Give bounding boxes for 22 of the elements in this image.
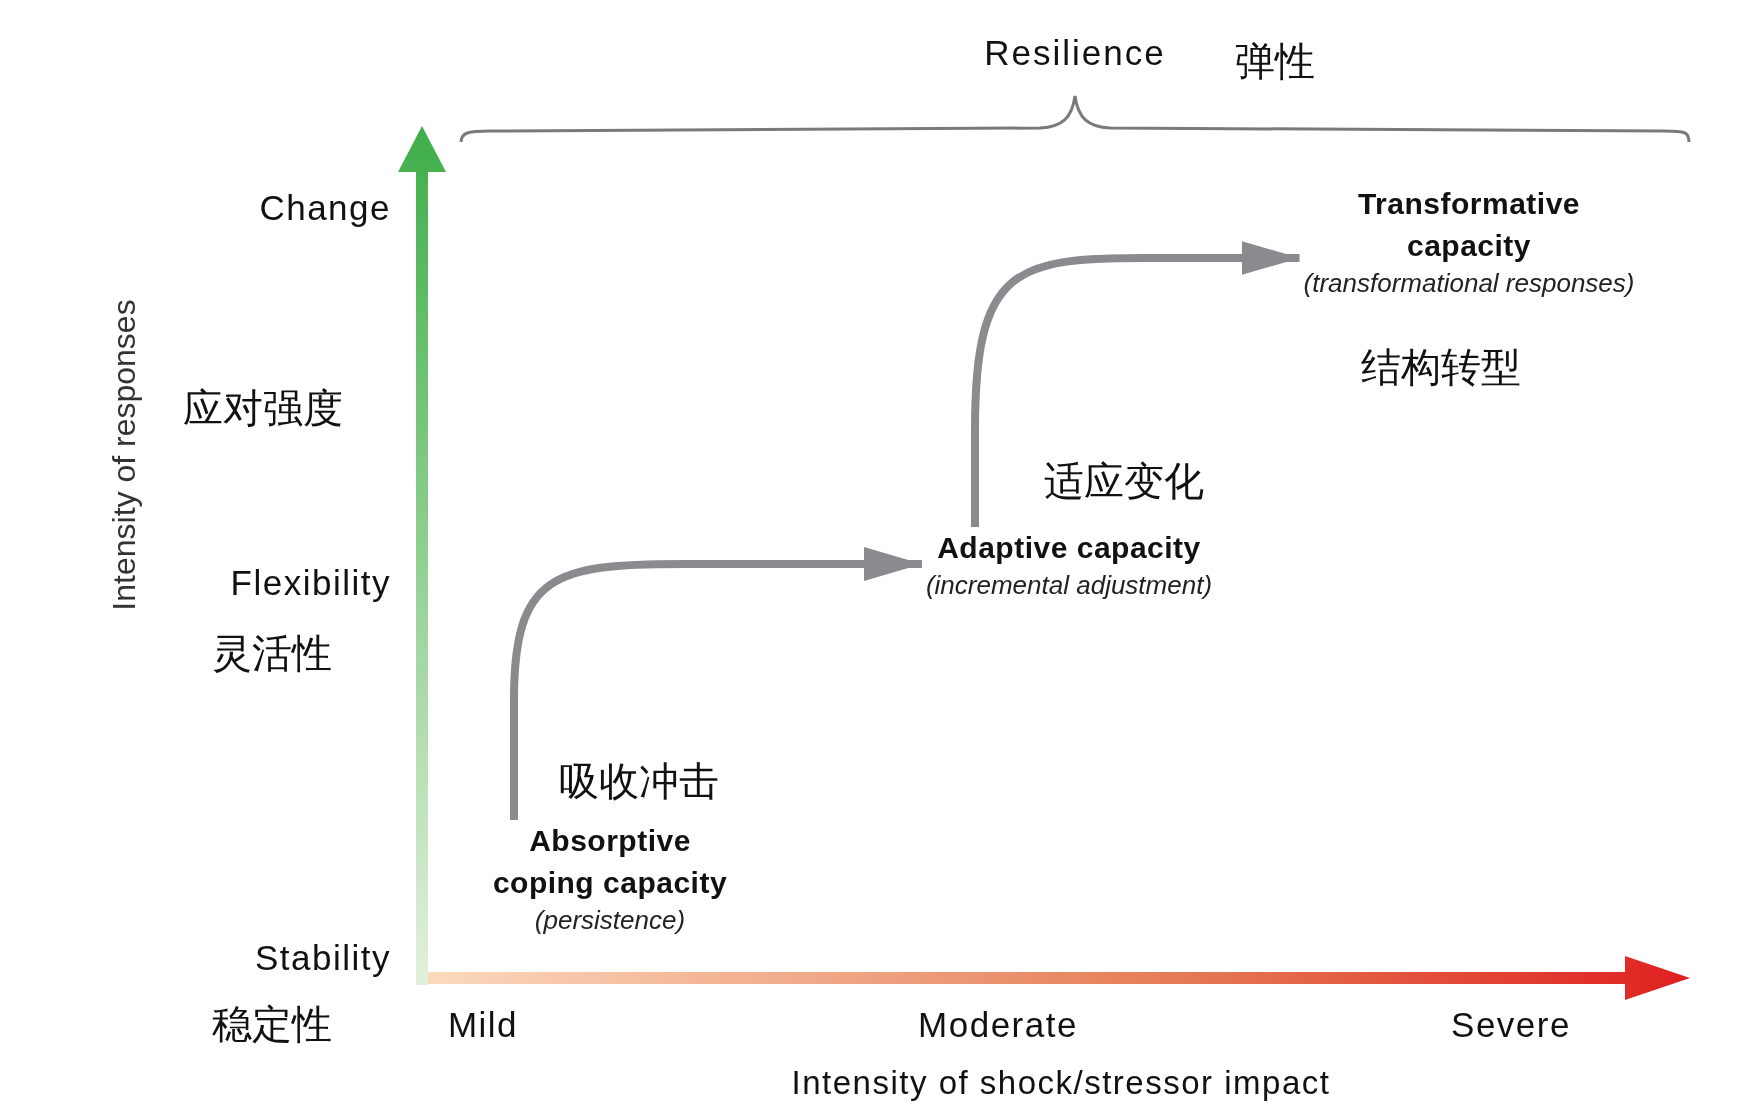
brace-label: Resilience xyxy=(984,32,1166,74)
chinese-annotation: 结构转型 xyxy=(1361,344,1521,390)
capacity-title: Absorptive coping capacity xyxy=(491,823,729,901)
capacity-description: (incremental adjustment) xyxy=(925,569,1213,602)
tick-label: Mild xyxy=(447,1004,519,1046)
chinese-annotation: 灵活性 xyxy=(212,630,332,676)
chinese-annotation: 吸收冲击 xyxy=(559,758,719,804)
capacity-title: Adaptive capacity xyxy=(936,530,1202,566)
chinese-annotation: 适应变化 xyxy=(1044,458,1204,504)
chinese-annotation: 弹性 xyxy=(1235,38,1315,84)
chinese-annotation: 应对强度 xyxy=(183,385,343,431)
axis-level-label: Change xyxy=(259,187,391,229)
capacity-description: (transformational responses) xyxy=(1303,267,1635,300)
axis-title: Intensity of shock/stressor impact xyxy=(791,1064,1331,1102)
axis-title: Intensity of responses xyxy=(105,299,143,611)
tick-label: Moderate xyxy=(918,1004,1078,1046)
axis-level-label: Flexibility xyxy=(230,562,391,604)
tick-label: Severe xyxy=(1451,1004,1571,1046)
chinese-annotation: 稳定性 xyxy=(212,1001,332,1047)
axis-level-label: Stability xyxy=(254,937,391,979)
capacity-title: Transformative capacity xyxy=(1356,186,1582,264)
capacity-description: (persistence) xyxy=(533,904,687,937)
